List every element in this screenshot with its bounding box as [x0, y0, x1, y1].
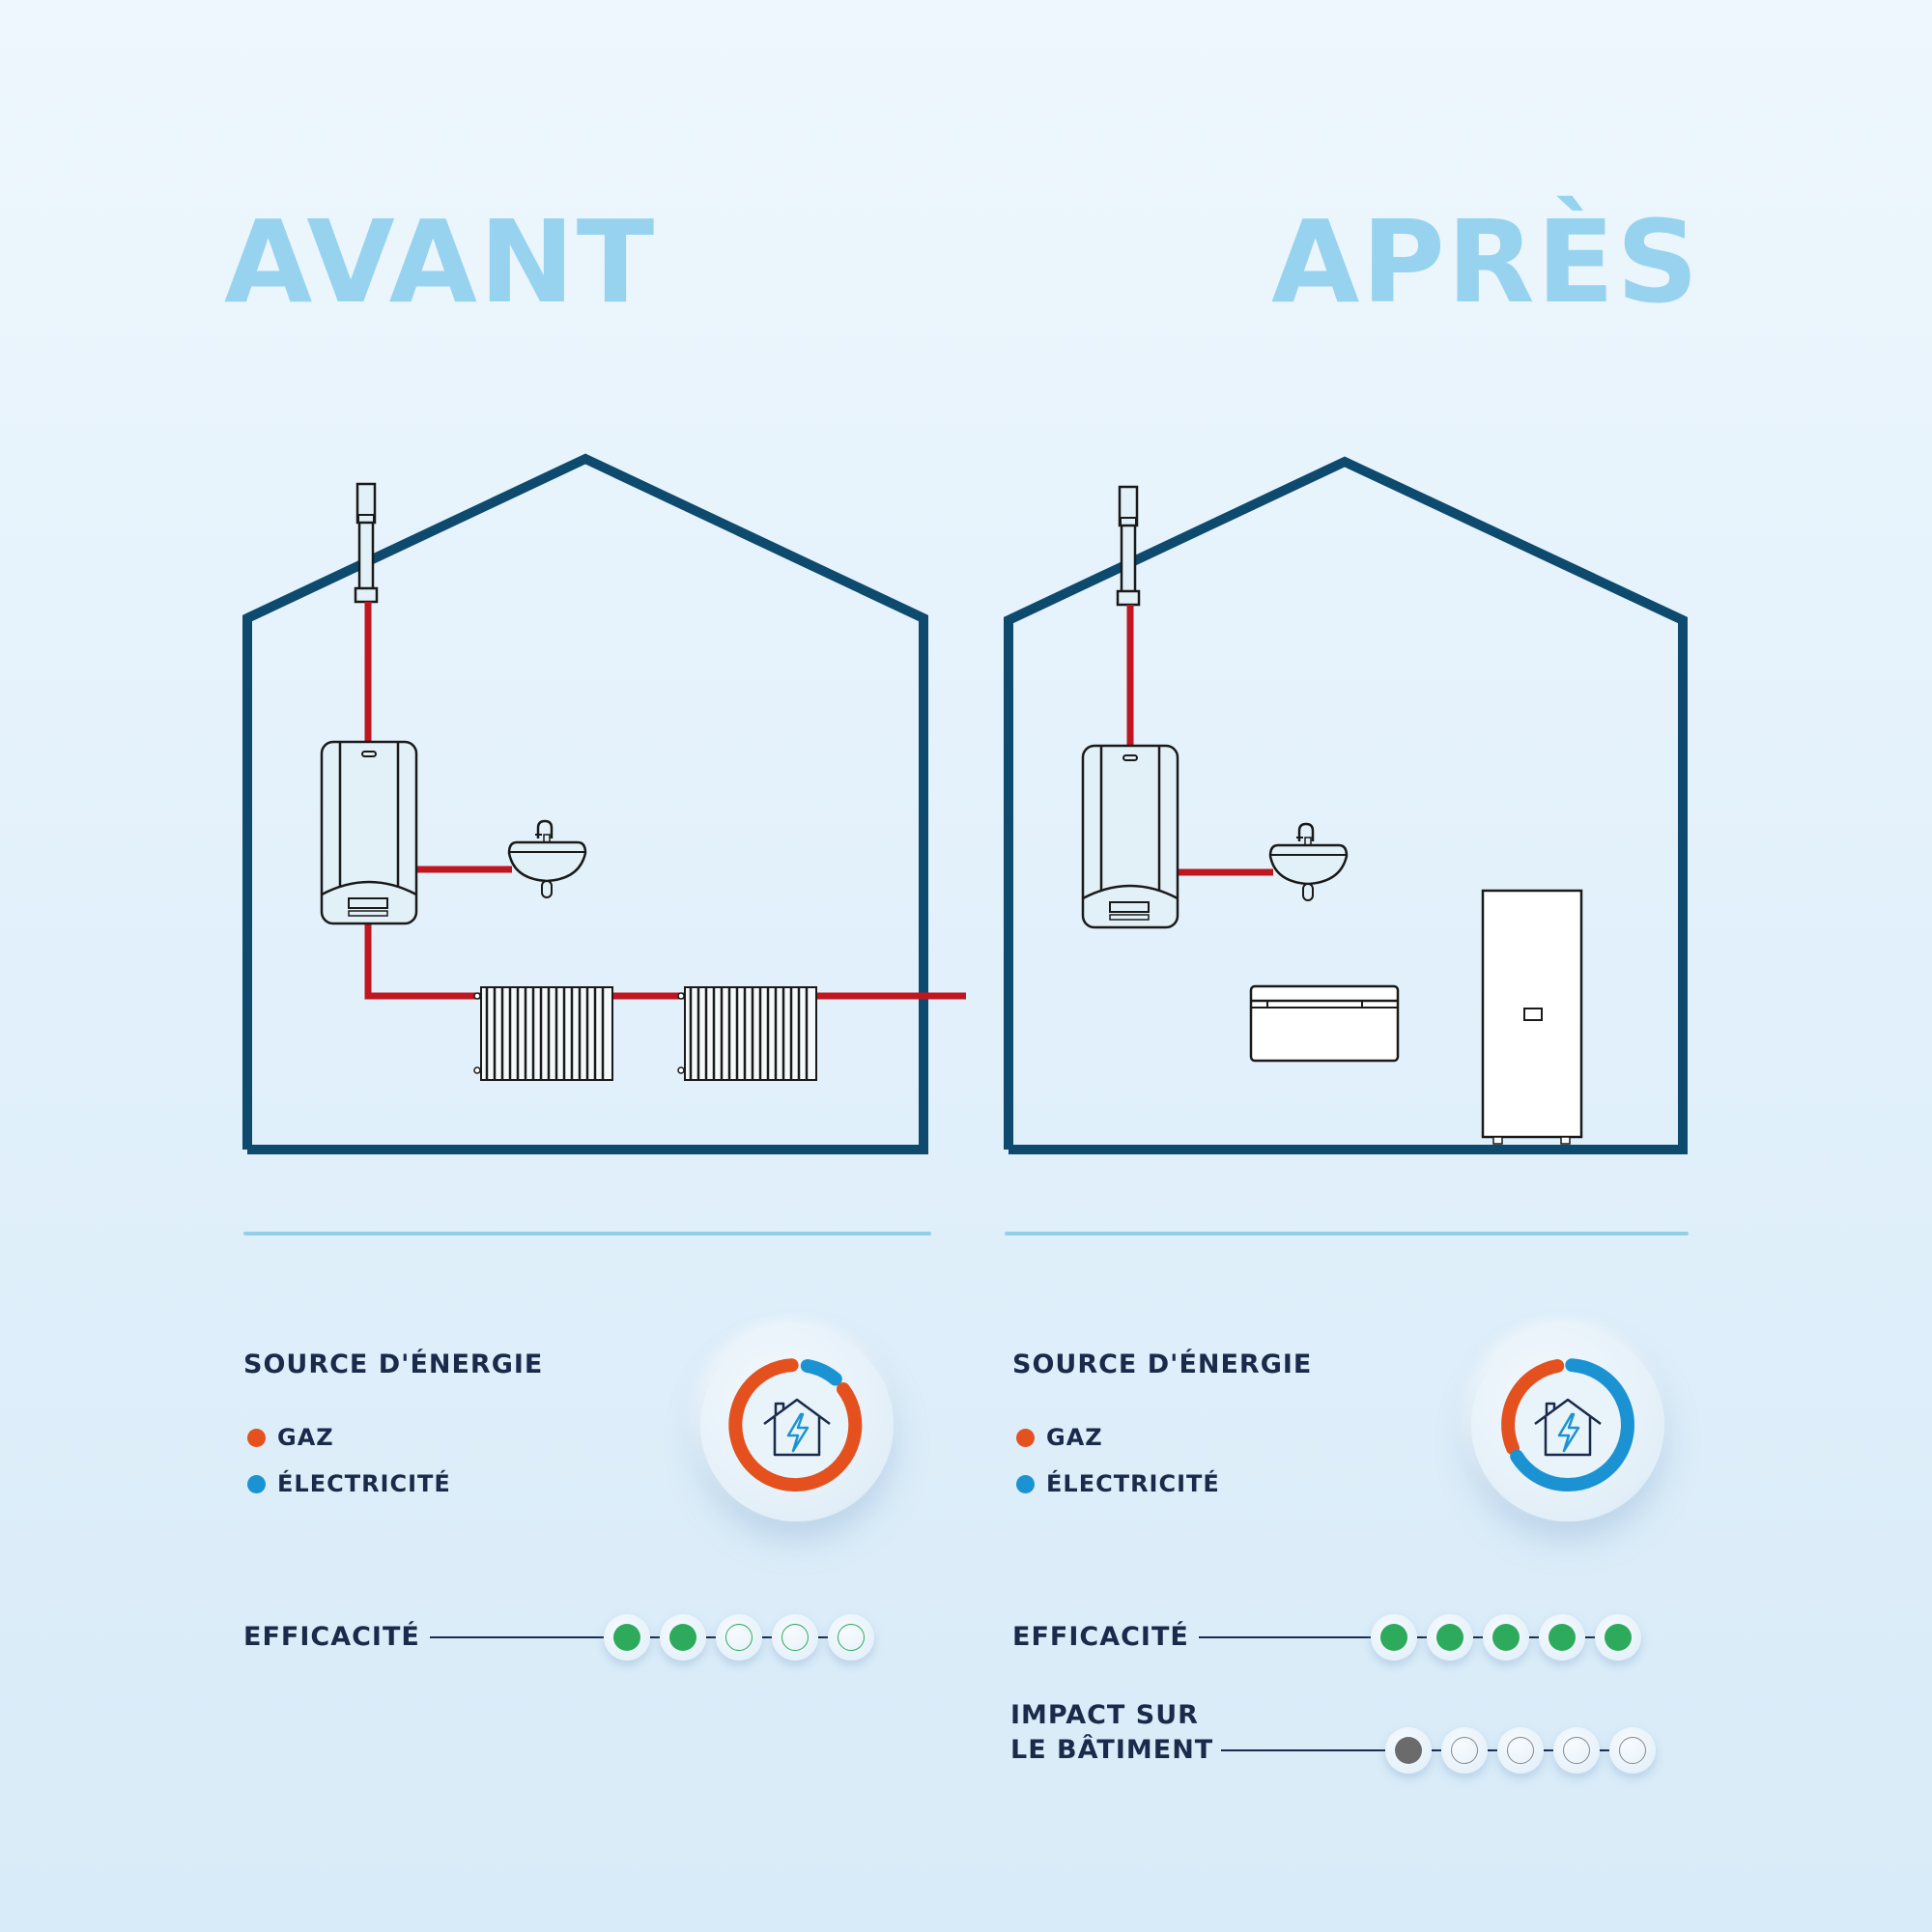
rating-dot-empty [771, 1614, 818, 1661]
sink-icon [1268, 822, 1349, 901]
legend-electricity-after: ÉLECTRICITÉ [1016, 1470, 1220, 1497]
divider-after [1005, 1232, 1689, 1236]
efficiency-label: EFFICACITÉ [1012, 1622, 1189, 1652]
rating-dot-filled [1370, 1614, 1417, 1661]
flue-icon [354, 482, 379, 604]
divider-before [243, 1232, 931, 1236]
gas-dot-icon [247, 1428, 266, 1447]
electric-panel-heater-icon [1249, 984, 1400, 1063]
energy-donut-before [700, 1328, 894, 1521]
connector-line [1198, 1636, 1371, 1638]
impact-dot-empty [1553, 1727, 1601, 1774]
legend-gas-before: GAZ [247, 1424, 334, 1451]
energy-source-heading-before: SOURCE D'ÉNERGIE [243, 1350, 544, 1379]
legend-label: GAZ [277, 1424, 334, 1451]
energy-source-heading-after: SOURCE D'ÉNERGIE [1012, 1350, 1313, 1379]
heat-pump-tank-icon [1481, 889, 1583, 1145]
building-impact-label-line1: IMPACT SUR [1010, 1700, 1199, 1730]
efficiency-dots [1370, 1614, 1641, 1661]
rating-dot-filled [1426, 1614, 1473, 1661]
rating-dot-empty [827, 1614, 874, 1661]
radiator-icon [473, 986, 613, 1081]
rating-dot-filled [603, 1614, 650, 1661]
legend-label: ÉLECTRICITÉ [1046, 1470, 1220, 1497]
flue-icon [1116, 485, 1141, 607]
impact-dot-empty [1441, 1727, 1489, 1774]
rating-dot-filled [1538, 1614, 1585, 1661]
rating-dot-filled [659, 1614, 706, 1661]
efficiency-rating-before: EFFICACITÉ [243, 1614, 874, 1661]
title-after: APRÈS [1271, 195, 1701, 328]
sink-icon [507, 819, 587, 898]
electricity-dot-icon [247, 1474, 266, 1493]
legend-electricity-before: ÉLECTRICITÉ [247, 1470, 451, 1497]
gas-boiler-icon [1081, 744, 1179, 929]
impact-dot-filled [1385, 1727, 1433, 1774]
legend-label: ÉLECTRICITÉ [277, 1470, 451, 1497]
pipes-after [1126, 605, 1273, 876]
building-impact-rating-after: LE BÂTIMENT [1010, 1727, 1657, 1774]
energy-donut-after [1471, 1328, 1664, 1521]
house-lightning-icon [763, 1398, 831, 1457]
gas-dot-icon [1016, 1428, 1035, 1447]
rating-dot-empty [715, 1614, 762, 1661]
efficiency-label: EFFICACITÉ [243, 1622, 420, 1652]
electricity-dot-icon [1016, 1474, 1035, 1493]
title-before: AVANT [224, 195, 657, 328]
connector-line [429, 1636, 604, 1638]
building-impact-label-line2: LE BÂTIMENT [1010, 1735, 1214, 1765]
pipes-before [364, 602, 966, 1000]
house-before [242, 453, 966, 1154]
connector-line [1221, 1749, 1386, 1751]
house-after [1004, 456, 1688, 1154]
impact-dot-empty [1609, 1727, 1657, 1774]
impact-dot-empty [1497, 1727, 1545, 1774]
legend-gas-after: GAZ [1016, 1424, 1103, 1451]
legend-label: GAZ [1046, 1424, 1103, 1451]
efficiency-dots [603, 1614, 874, 1661]
building-impact-dots [1385, 1727, 1657, 1774]
efficiency-rating-after: EFFICACITÉ [1012, 1614, 1641, 1661]
rating-dot-filled [1482, 1614, 1529, 1661]
house-lightning-icon [1534, 1398, 1602, 1457]
radiator-icon [677, 986, 817, 1081]
gas-boiler-icon [320, 740, 418, 925]
rating-dot-filled [1594, 1614, 1641, 1661]
